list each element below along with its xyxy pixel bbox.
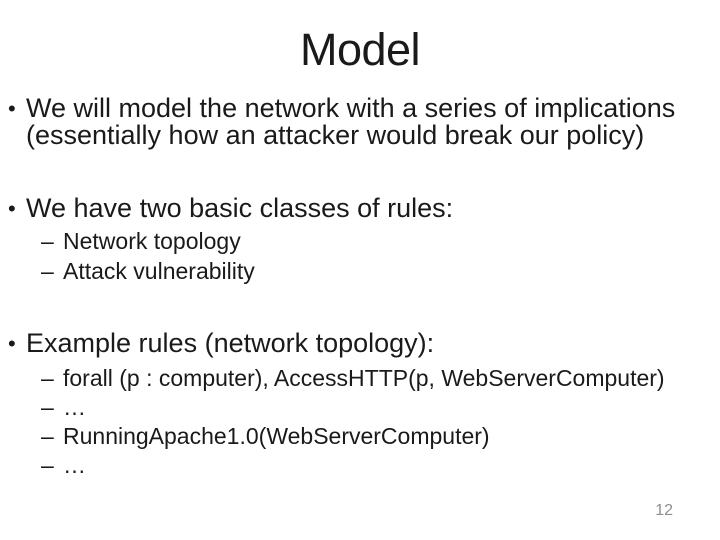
slide-title: Model	[299, 24, 421, 75]
dash-bullet-icon: –	[41, 423, 54, 449]
bullet-dot-icon: •	[8, 196, 16, 221]
bullet-text: Example rules (network topology):	[26, 328, 435, 358]
bullet-item: • Example rules (network topology):	[0, 330, 720, 357]
sub-bullet-text: …	[63, 394, 86, 420]
bullet-text: We will model the network with a series …	[26, 93, 676, 150]
sub-bullet-text: forall (p : computer), AccessHTTP(p, Web…	[63, 365, 665, 391]
dash-bullet-icon: –	[41, 452, 54, 478]
dash-bullet-icon: –	[41, 394, 54, 420]
sub-bullet-item: – …	[0, 393, 720, 422]
bullet-dot-icon: •	[8, 331, 16, 356]
page-number: 12	[655, 502, 673, 519]
bullet-item: • We have two basic classes of rules:	[0, 195, 720, 222]
sub-bullet-text: RunningApache1.0(WebServerComputer)	[63, 423, 490, 449]
dash-bullet-icon: –	[41, 228, 54, 254]
sub-bullet-item: – Attack vulnerability	[0, 256, 720, 286]
sub-bullet-text: Attack vulnerability	[63, 258, 255, 284]
bullet-dot-icon: •	[8, 96, 16, 121]
sub-bullet-item: – Network topology	[0, 226, 720, 256]
bullet-text: We have two basic classes of rules:	[26, 193, 454, 223]
dash-bullet-icon: –	[41, 365, 54, 391]
sub-bullet-text: Network topology	[63, 228, 241, 254]
sub-bullet-item: – forall (p : computer), AccessHTTP(p, W…	[0, 364, 720, 393]
sub-bullet-item: – …	[0, 451, 720, 480]
sub-bullet-list: – Network topology – Attack vulnerabilit…	[0, 226, 720, 286]
dash-bullet-icon: –	[41, 258, 54, 284]
sub-bullet-text: …	[63, 452, 86, 478]
sub-bullet-item: – RunningApache1.0(WebServerComputer)	[0, 422, 720, 451]
sub-bullet-list: – forall (p : computer), AccessHTTP(p, W…	[0, 364, 720, 480]
bullet-item: • We will model the network with a serie…	[0, 95, 720, 149]
